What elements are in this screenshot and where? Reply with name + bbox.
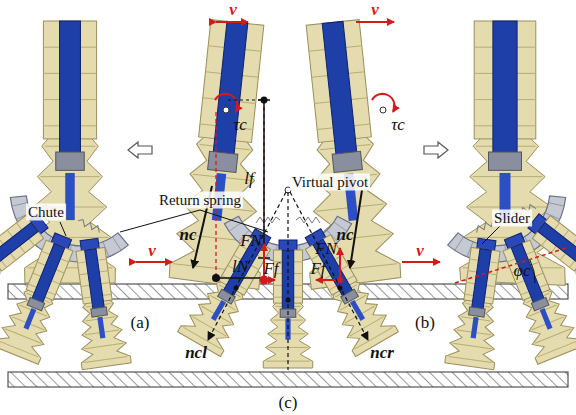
symbol-label: Ff [261, 259, 280, 278]
symbol-label: ncr [368, 343, 396, 362]
annotations [60, 22, 566, 370]
symbol-label: v [414, 241, 426, 260]
chute-assembly [0, 173, 175, 396]
symbol-label: nc [178, 225, 199, 244]
panel-label: (b) [413, 313, 437, 332]
suction-cup [178, 230, 280, 357]
part-name: Chute [26, 204, 66, 221]
symbol-label: Ff [308, 259, 327, 278]
symbol-label: φc [512, 261, 533, 280]
suction-cup [297, 230, 399, 357]
symbol-label: FN [238, 231, 264, 250]
symbol-label: v [227, 0, 239, 19]
suction-cup [526, 207, 576, 319]
symbol-label: τc [389, 115, 407, 134]
symbol-label: lf [242, 169, 255, 188]
symbol-label: v [146, 241, 158, 260]
suction-cup [445, 246, 511, 370]
symbol-label: FN [313, 239, 339, 258]
part-name: Virtual pivot [290, 174, 370, 191]
part-name: Slider [492, 210, 532, 227]
symbol-label: nc [335, 225, 356, 244]
symbol-label: ncl [183, 343, 209, 362]
symbol-label: τc [231, 115, 249, 134]
panel-label: (c) [277, 393, 300, 412]
symbol-label: lN [230, 257, 250, 276]
panel-label: (a) [129, 313, 152, 332]
suction-cup [66, 246, 132, 370]
part-name: Return spring [157, 192, 243, 209]
suction-cup [493, 236, 576, 364]
chute-assembly [401, 173, 576, 396]
suction-cup [0, 236, 83, 364]
symbol-label: v [369, 0, 381, 19]
